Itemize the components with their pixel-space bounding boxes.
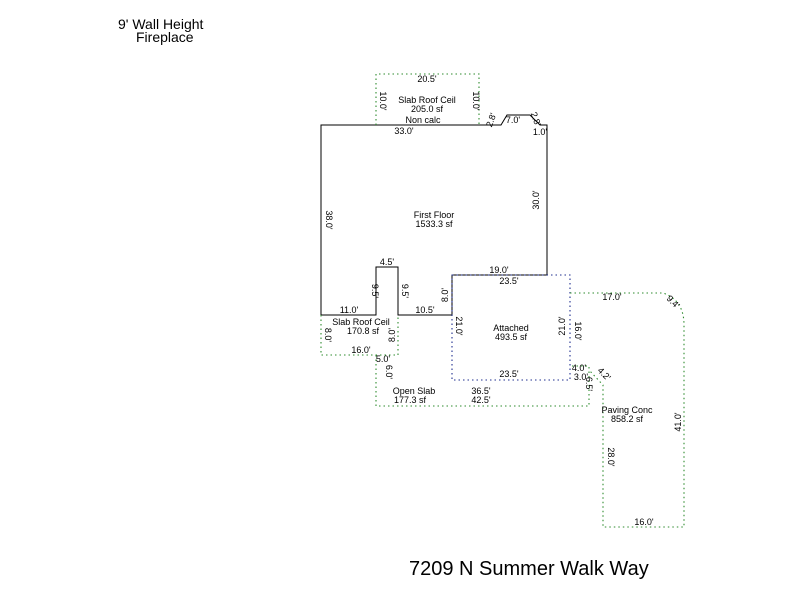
paving-conc-name: Paving Conc	[601, 405, 653, 415]
dim-srl-bottom: 16.0'	[351, 345, 371, 355]
dim-ff-right: 30.0'	[531, 190, 541, 210]
fireplace-note: Fireplace	[136, 29, 194, 45]
dim-os-top: 36.5'	[471, 386, 491, 396]
dim-os-c: 4.0'	[572, 363, 587, 373]
open-slab-name: Open Slab	[393, 386, 436, 396]
dim-pc-left-edge: 16.0'	[573, 321, 583, 341]
attached-sqft: 493.5 sf	[495, 332, 528, 342]
first-floor-label: First Floor 1533.3 sf	[414, 210, 455, 229]
dim-att-top: 23.5'	[499, 276, 519, 286]
dim-srl-right: 8.0'	[387, 328, 397, 343]
attached-garage-outline	[451, 274, 571, 381]
non-calc-note: Non calc	[405, 115, 441, 125]
slab-roof-ceil-left-sqft: 170.8 sf	[347, 326, 380, 336]
dim-ff-corner-a: 2.8'	[484, 111, 498, 128]
first-floor-name: First Floor	[414, 210, 455, 220]
dim-pc-left: 28.0'	[606, 447, 616, 467]
open-slab-label: Open Slab 177.3 sf	[393, 386, 436, 405]
dim-att-right: 21.0'	[557, 316, 567, 336]
dim-os-b: 6.0'	[384, 365, 394, 380]
dim-srt-top: 20.5'	[417, 74, 437, 84]
property-address: 7209 N Summer Walk Way	[409, 558, 649, 580]
slab-roof-ceil-left-label: Slab Roof Ceil 170.8 sf	[332, 317, 390, 336]
wall-height-note: 9' Wall Height	[118, 16, 204, 32]
dim-os-bottom: 42.5'	[471, 395, 491, 405]
dim-os-d: 3.0'	[574, 372, 589, 382]
paving-conc-outline	[570, 292, 685, 528]
dim-srl-left: 8.0'	[323, 328, 333, 343]
dim-att-bottom: 23.5'	[499, 369, 519, 379]
slab-roof-ceil-top-sqft: 205.0 sf	[411, 104, 444, 114]
dim-ff-notch-right: 9.5'	[400, 284, 410, 299]
attached-label: Attached 493.5 sf	[493, 323, 529, 342]
open-slab-sqft: 177.3 sf	[394, 395, 427, 405]
paving-conc-sqft: 858.2 sf	[611, 414, 644, 424]
dim-att-left: 21.0'	[454, 316, 464, 336]
dimension-labels: 33.0' 7.0' 1.0' 11.0' 4.5' 10.5' 19.0' 2…	[340, 74, 654, 527]
dim-ff-step: 8.0'	[440, 288, 450, 303]
dim-pc-diag: 4.2'	[596, 365, 613, 382]
dim-ff-corner-c: 2.8'	[529, 111, 543, 128]
dim-pc-top: 17.0'	[602, 292, 622, 302]
slab-roof-ceil-top-label: Slab Roof Ceil 205.0 sf Non calc	[398, 95, 456, 125]
paving-conc-label: Paving Conc 858.2 sf	[601, 405, 653, 424]
slab-roof-ceil-left-name: Slab Roof Ceil	[332, 317, 390, 327]
slab-roof-ceil-top-name: Slab Roof Ceil	[398, 95, 456, 105]
dim-pc-right: 41.0'	[673, 412, 683, 432]
dim-ff-left: 38.0'	[324, 210, 334, 230]
dim-ff-notch-top: 4.5'	[380, 257, 395, 267]
dim-pc-bottom: 16.0'	[634, 517, 654, 527]
dim-ff-corner-b: 7.0'	[506, 115, 521, 125]
dim-os-e: 6.5'	[584, 377, 594, 392]
first-floor-sqft: 1533.3 sf	[415, 219, 453, 229]
dim-ff-top: 33.0'	[394, 126, 414, 136]
dim-ff-notch-left: 9.5'	[370, 284, 380, 299]
dim-srt-right: 10.0'	[471, 91, 481, 111]
dim-srt-left: 10.0'	[378, 91, 388, 111]
attached-name: Attached	[493, 323, 529, 333]
dim-ff-bottom-left: 11.0'	[340, 305, 359, 315]
dim-ff-bottom-mid: 10.5'	[415, 305, 435, 315]
dim-ff-garage-top: 19.0'	[489, 265, 509, 275]
dim-os-a: 5.0'	[376, 354, 391, 364]
dim-ff-corner-d: 1.0'	[533, 127, 548, 137]
dim-pc-corner: 9.4'	[665, 293, 682, 310]
